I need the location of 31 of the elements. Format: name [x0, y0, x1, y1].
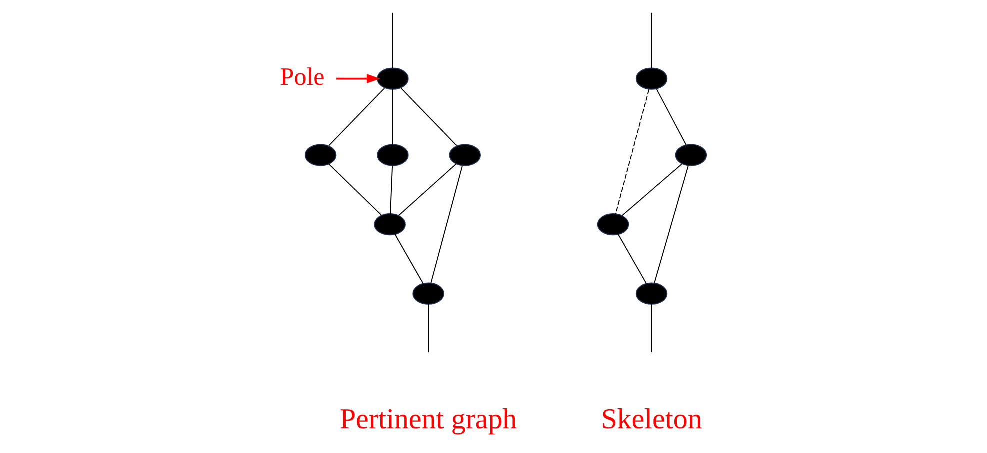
node-ellipse [377, 144, 409, 166]
connector [430, 166, 463, 284]
connector [328, 88, 386, 146]
connector [392, 12, 394, 68]
connector [394, 234, 424, 284]
connector [622, 164, 683, 216]
connector [392, 89, 394, 145]
node-ellipse [636, 282, 668, 305]
connector [328, 164, 382, 216]
connector [618, 234, 647, 284]
connector [428, 304, 430, 353]
connector [654, 166, 689, 284]
node-ellipse [377, 68, 409, 90]
node-ellipse [636, 68, 668, 90]
node-ellipse [412, 282, 444, 305]
arrow [336, 74, 380, 84]
connector [651, 12, 652, 68]
node-ellipse [675, 144, 708, 166]
node-text: Pole [280, 64, 325, 91]
connector [615, 89, 650, 215]
connector [651, 304, 652, 353]
node-ellipse [304, 144, 337, 166]
node-ellipse [374, 214, 406, 236]
connector [398, 164, 457, 216]
label: Skeleton [601, 403, 702, 436]
label: Pertinent graph [340, 403, 518, 436]
connector [656, 88, 687, 146]
node-ellipse [597, 214, 630, 236]
node-ellipse [449, 144, 481, 166]
connector [400, 88, 458, 146]
connector [390, 165, 394, 214]
